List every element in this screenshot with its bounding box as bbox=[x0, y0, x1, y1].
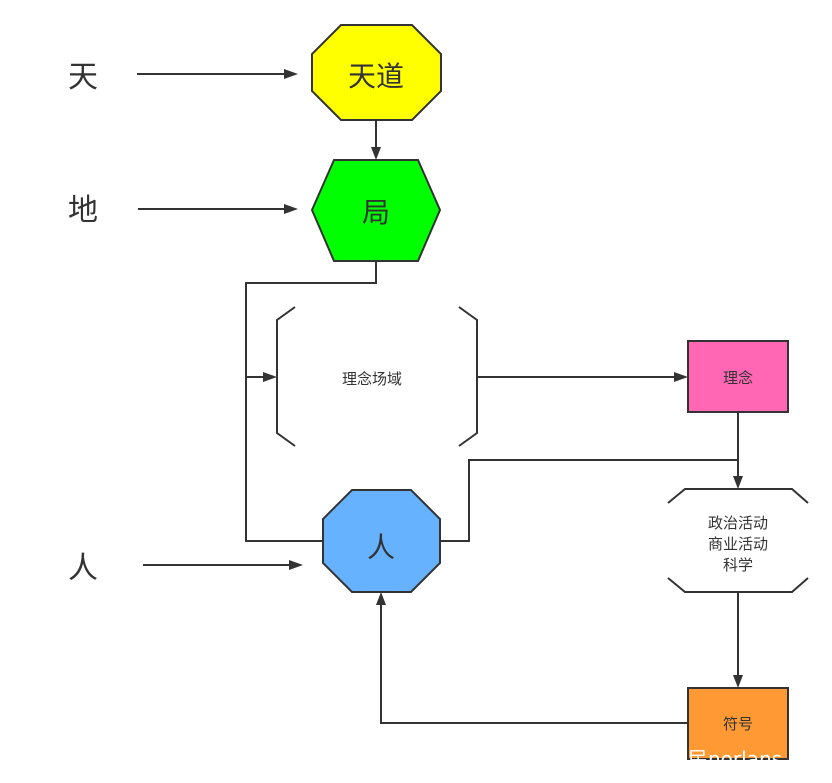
edge-ju-to-field bbox=[245, 261, 377, 542]
arrow-earth-to-ju bbox=[138, 204, 298, 214]
node-activities-line-3: 科学 bbox=[723, 556, 753, 574]
watermark-cutoff bbox=[660, 768, 832, 783]
node-activities[interactable]: 政治活动 商业活动 科学 bbox=[667, 488, 809, 593]
label-earth: 地 bbox=[68, 193, 98, 228]
node-fuhao[interactable]: 符号 bbox=[687, 687, 789, 760]
arrow-heaven-to-tiandao bbox=[137, 69, 298, 79]
node-activities-line-2: 商业活动 bbox=[708, 535, 768, 553]
node-linian-label: 理念 bbox=[723, 369, 753, 387]
label-human: 人 bbox=[68, 551, 98, 586]
edge-field-to-linian bbox=[477, 372, 688, 382]
edge-activities-to-fuhao bbox=[733, 592, 743, 688]
node-fuhao-label: 符号 bbox=[723, 715, 753, 733]
node-linian-field[interactable]: 理念场域 bbox=[276, 306, 478, 447]
node-ren[interactable]: 人 bbox=[322, 489, 441, 593]
node-activities-line-1: 政治活动 bbox=[708, 514, 768, 532]
node-ju[interactable]: 局 bbox=[310, 159, 442, 262]
edge-tiandao-to-ju bbox=[371, 120, 381, 160]
node-ju-label: 局 bbox=[362, 196, 390, 229]
node-tiandao-label: 天道 bbox=[348, 60, 404, 93]
edge-linian-to-activities bbox=[733, 412, 743, 489]
node-tiandao[interactable]: 天道 bbox=[311, 24, 442, 121]
watermark-text: 民norlans bbox=[688, 747, 782, 771]
label-heaven: 天 bbox=[68, 60, 98, 95]
node-linian-field-label: 理念场域 bbox=[342, 370, 402, 388]
arrow-human-to-ren bbox=[143, 560, 303, 570]
edge-ren-to-activities bbox=[440, 459, 738, 542]
edge-fuhao-to-ren bbox=[376, 592, 688, 724]
node-linian[interactable]: 理念 bbox=[687, 340, 789, 413]
node-ren-label: 人 bbox=[367, 531, 395, 564]
